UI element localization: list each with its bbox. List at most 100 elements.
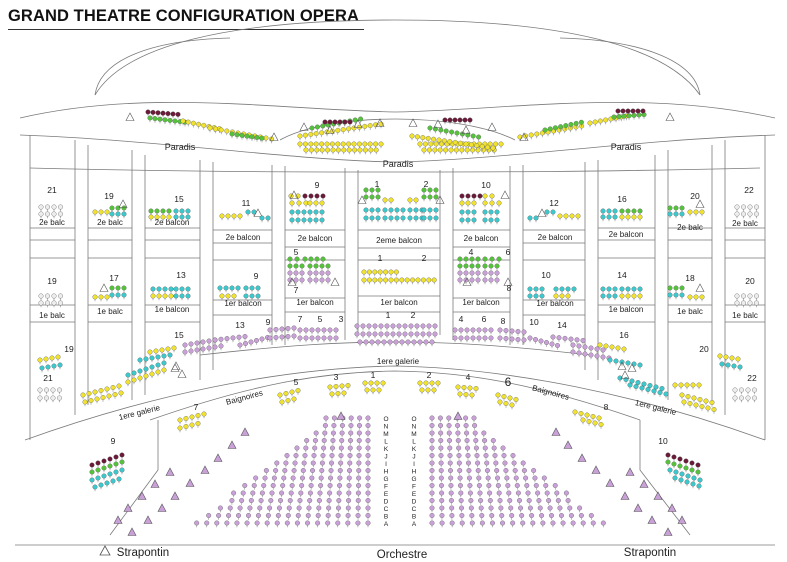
seat[interactable] <box>293 270 299 278</box>
strapontin-seat[interactable] <box>227 440 237 449</box>
seat[interactable] <box>345 520 351 528</box>
seat[interactable] <box>458 327 464 335</box>
seat[interactable] <box>279 490 285 498</box>
seat[interactable] <box>747 211 753 219</box>
seat[interactable] <box>58 211 63 219</box>
seat[interactable] <box>477 193 483 201</box>
seat[interactable] <box>449 513 455 520</box>
seat[interactable] <box>458 498 464 505</box>
seat[interactable] <box>307 277 313 285</box>
seat[interactable] <box>182 349 188 357</box>
seat[interactable] <box>407 215 413 223</box>
seat[interactable] <box>524 483 530 490</box>
seat[interactable] <box>521 337 527 345</box>
seat[interactable] <box>293 453 299 460</box>
seat[interactable] <box>348 430 354 438</box>
seat[interactable] <box>212 337 218 345</box>
seat[interactable] <box>213 126 219 134</box>
seat[interactable] <box>466 460 471 468</box>
strapontin-seat[interactable] <box>435 195 445 204</box>
seat[interactable] <box>482 277 488 285</box>
seat[interactable] <box>429 505 435 513</box>
seat[interactable] <box>469 263 475 271</box>
seat[interactable] <box>487 498 493 505</box>
seat[interactable] <box>607 357 613 365</box>
seat[interactable] <box>384 331 390 339</box>
seat[interactable] <box>463 423 469 430</box>
seat[interactable] <box>490 145 496 153</box>
seat[interactable] <box>55 354 61 362</box>
seat[interactable] <box>409 133 415 141</box>
seat[interactable] <box>472 423 478 430</box>
seat[interactable] <box>400 215 406 223</box>
seat[interactable] <box>452 327 458 335</box>
seat[interactable] <box>273 335 279 342</box>
seat[interactable] <box>45 293 50 301</box>
seat[interactable] <box>92 209 98 217</box>
seat[interactable] <box>625 214 631 222</box>
seat[interactable] <box>165 111 171 118</box>
seat[interactable] <box>217 505 223 513</box>
seat[interactable] <box>147 115 153 123</box>
seat[interactable] <box>249 285 255 293</box>
seat[interactable] <box>150 109 156 117</box>
seat[interactable] <box>372 323 378 331</box>
seat[interactable] <box>104 294 110 302</box>
seat[interactable] <box>161 367 167 375</box>
seat[interactable] <box>588 513 594 520</box>
seat[interactable] <box>299 270 305 278</box>
seat[interactable] <box>538 338 544 346</box>
seat[interactable] <box>606 286 612 294</box>
seat[interactable] <box>373 141 379 149</box>
seat[interactable] <box>479 520 485 528</box>
seat[interactable] <box>533 293 539 301</box>
seat[interactable] <box>373 147 379 155</box>
seat[interactable] <box>369 187 375 195</box>
seat[interactable] <box>486 483 492 490</box>
seat[interactable] <box>396 331 402 339</box>
strapontin-seat[interactable] <box>336 411 346 420</box>
seat[interactable] <box>313 131 319 138</box>
seat[interactable] <box>161 360 167 368</box>
seat[interactable] <box>565 498 571 505</box>
seat[interactable] <box>301 209 307 217</box>
seat[interactable] <box>162 286 168 294</box>
seat[interactable] <box>212 344 218 352</box>
seat[interactable] <box>282 468 288 475</box>
seat[interactable] <box>410 277 416 285</box>
seat[interactable] <box>509 328 515 336</box>
seat[interactable] <box>541 475 547 483</box>
seat[interactable] <box>452 335 458 343</box>
seat[interactable] <box>415 277 421 285</box>
seat[interactable] <box>459 193 465 201</box>
seat[interactable] <box>150 293 156 301</box>
seat[interactable] <box>207 125 213 133</box>
seat[interactable] <box>637 293 643 301</box>
seat[interactable] <box>438 468 444 475</box>
seat[interactable] <box>265 513 271 520</box>
seat[interactable] <box>423 339 429 347</box>
seat[interactable] <box>337 483 343 490</box>
seat[interactable] <box>502 460 508 468</box>
seat[interactable] <box>482 256 488 264</box>
seat[interactable] <box>366 269 372 277</box>
seat[interactable] <box>131 370 137 378</box>
seat[interactable] <box>455 438 461 445</box>
seat[interactable] <box>89 462 95 470</box>
seat[interactable] <box>568 122 574 129</box>
seat[interactable] <box>429 513 435 520</box>
seat[interactable] <box>438 453 444 460</box>
seat[interactable] <box>429 520 435 528</box>
seat[interactable] <box>501 453 507 460</box>
seat[interactable] <box>474 453 480 460</box>
seat[interactable] <box>320 453 326 460</box>
seat[interactable] <box>38 204 44 212</box>
seat[interactable] <box>219 213 225 221</box>
seat[interactable] <box>348 423 354 430</box>
seat[interactable] <box>439 513 445 520</box>
seat[interactable] <box>347 460 353 468</box>
seat[interactable] <box>448 483 454 490</box>
seat[interactable] <box>429 380 435 388</box>
seat[interactable] <box>327 483 333 490</box>
seat[interactable] <box>337 119 343 127</box>
